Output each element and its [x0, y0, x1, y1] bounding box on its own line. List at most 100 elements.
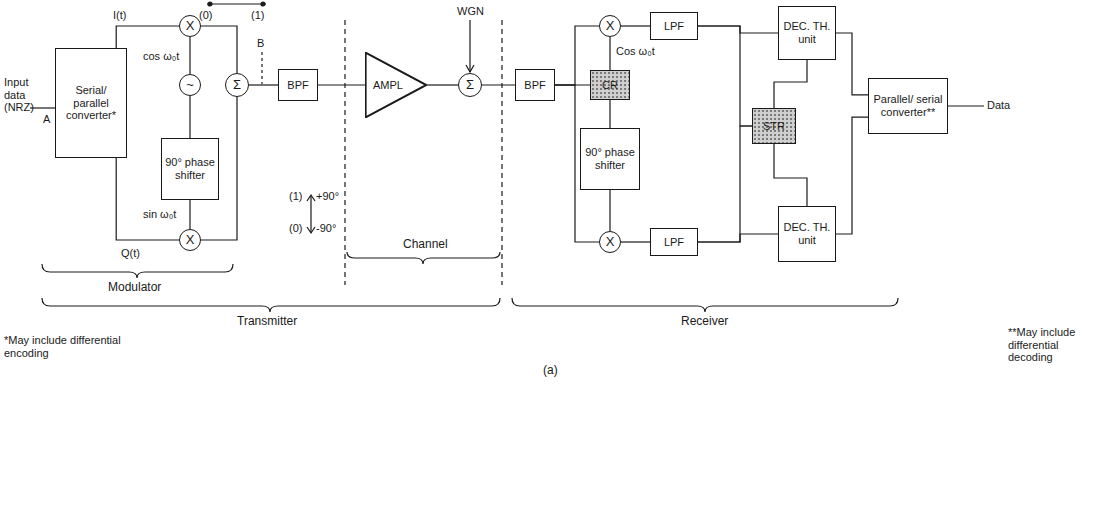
node-text: ~ [186, 78, 194, 93]
timing-recovery-box: STR [752, 108, 796, 144]
signal-wire [610, 100, 611, 128]
signal-wire [698, 126, 752, 242]
node-text: 90° phase shifter [581, 144, 639, 173]
channel-border [501, 20, 502, 285]
signal-wire [201, 26, 237, 73]
signal-wire [190, 37, 191, 74]
node-text: CR [600, 77, 620, 94]
converter-box: Parallel/ serial converter** [868, 78, 948, 134]
node-text: Σ [466, 78, 474, 93]
state-label: (1) [289, 190, 302, 203]
signal-label: Q(t) [120, 247, 141, 259]
node-text: DEC. TH. unit [779, 18, 835, 47]
bracket [347, 252, 500, 264]
node-text: STR [761, 118, 787, 135]
arrow-dot [208, 2, 212, 6]
arrow-dot [261, 2, 265, 6]
node-text: Σ [233, 78, 241, 93]
signal-wire [249, 85, 278, 86]
point-label: B [257, 37, 264, 50]
section-label: Receiver [681, 315, 728, 329]
state-label: -90° [316, 222, 336, 235]
node-text: BPF [522, 77, 547, 94]
phase-arrow [207, 3, 266, 4]
signal-wire [698, 26, 752, 126]
signal-wire [610, 37, 611, 70]
signal-wire [482, 85, 515, 86]
signal-wire [116, 26, 179, 48]
node-text: X [186, 19, 195, 34]
node-text: X [606, 235, 615, 250]
signal-wire [190, 96, 191, 138]
footnote: *May include differential encoding [4, 334, 154, 359]
signal-label: sin ω₀t [142, 208, 177, 220]
decision-box: DEC. TH. unit [778, 6, 836, 60]
signal-wire [836, 117, 868, 234]
state-label: (0) [199, 9, 212, 22]
signal-wire [427, 85, 458, 86]
state-label: (0) [289, 222, 302, 235]
filter-box: BPF [278, 69, 318, 101]
footnote: **May include differential decoding [1008, 326, 1102, 364]
section-label: Transmitter [237, 315, 297, 329]
channel-border [344, 20, 345, 285]
node-text: X [606, 19, 615, 34]
signal-wire [190, 200, 191, 229]
signal-label: WGN [457, 5, 484, 18]
multiplier-circle: X [179, 229, 201, 251]
oscillator-circle: ~ [179, 74, 201, 96]
signal-wire [610, 190, 611, 231]
decision-box: DEC. TH. unit [778, 206, 836, 262]
multiplier-circle: X [599, 15, 621, 37]
signal-wire [774, 144, 807, 206]
figure-caption: (a) [543, 364, 558, 378]
node-text: Serial/ parallel converter* [56, 82, 126, 124]
node-text: Parallel/ serial converter** [869, 91, 947, 120]
output-wire [948, 105, 984, 106]
node-text: BPF [285, 77, 310, 94]
state-label: (1) [251, 9, 264, 22]
converter-box: Serial/ parallel converter* [55, 48, 127, 158]
phase-shifter-box: 90° phase shifter [580, 128, 640, 190]
arrow-head [466, 65, 474, 72]
node-text: LPF [662, 234, 686, 251]
filter-box: LPF [650, 228, 698, 256]
multiplier-circle: X [599, 231, 621, 253]
signal-label: I(t) [112, 9, 127, 21]
node-text: DEC. TH. unit [779, 219, 835, 248]
probe-line [261, 52, 262, 84]
state-label: +90° [316, 190, 339, 203]
signal-label: Cos ω₀t [615, 45, 656, 57]
node-text: LPF [662, 18, 686, 35]
carrier-recovery-box: CR [590, 70, 630, 100]
signal-wire [836, 33, 868, 95]
filter-box: LPF [650, 12, 698, 40]
node-text: AMPL [365, 77, 405, 94]
arrow-head [307, 195, 315, 201]
signal-label: cos ω₀t [142, 50, 180, 62]
signal-wire [318, 85, 365, 86]
noise-wire [469, 20, 470, 72]
summer-circle: Σ [458, 73, 482, 97]
phase-arrow [310, 196, 311, 232]
amplifier-triangle: AMPL [365, 52, 427, 118]
signal-wire [698, 234, 778, 242]
signal-label: Data [987, 99, 1010, 112]
signal-label: Input data (NRZ) [4, 76, 52, 114]
arrow-head [307, 227, 315, 233]
filter-box: BPF [515, 69, 555, 101]
signal-wire [774, 60, 807, 108]
section-label: Modulator [108, 281, 161, 295]
multiplier-circle: X [179, 15, 201, 37]
point-label: A [43, 113, 50, 126]
summer-circle: Σ [225, 73, 249, 97]
bracket [512, 298, 898, 312]
bracket [42, 298, 500, 312]
node-text: X [186, 233, 195, 248]
signal-wire [698, 26, 778, 33]
section-label: Channel [403, 238, 448, 252]
node-text: 90° phase shifter [162, 154, 218, 183]
signal-wire [621, 242, 650, 243]
